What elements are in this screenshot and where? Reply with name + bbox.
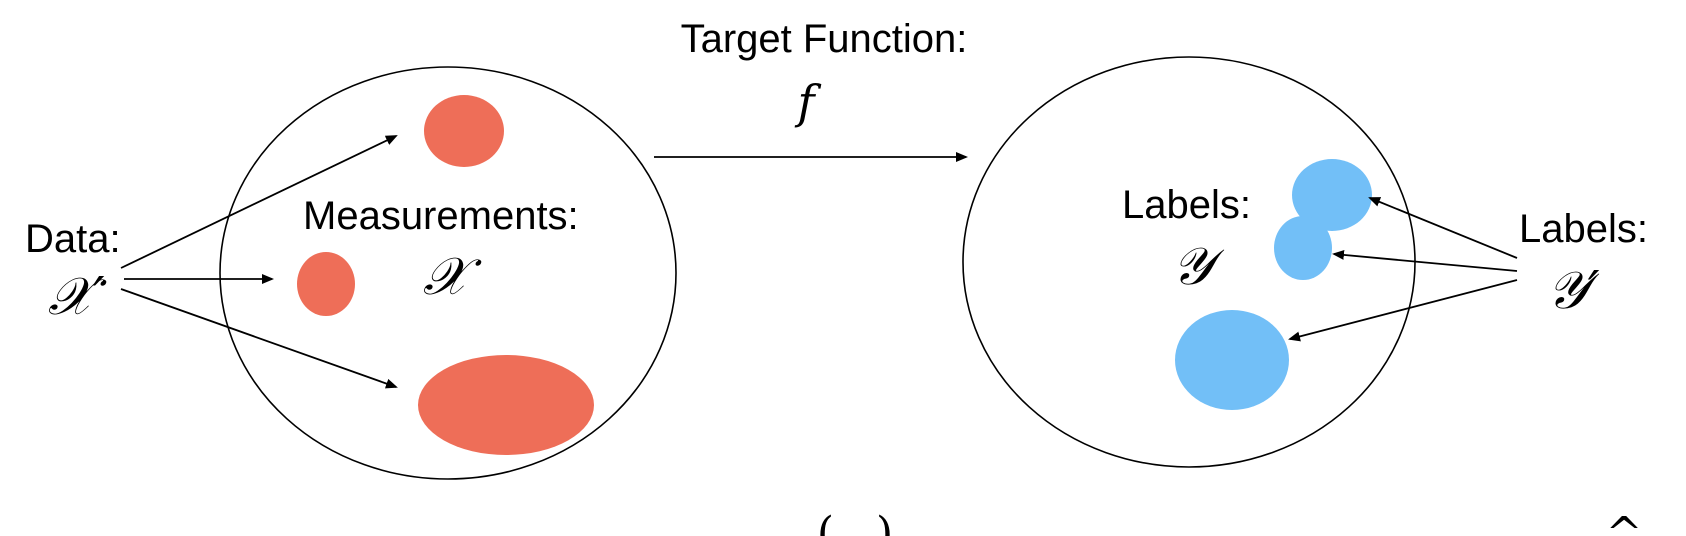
label-arrow-to-blob-3 bbox=[1288, 279, 1518, 342]
label-arrow-to-blob-2 bbox=[1332, 249, 1518, 272]
label-blob bbox=[1292, 159, 1372, 231]
target-function-label: Target Function: bbox=[681, 17, 968, 61]
measurement-space-ellipse bbox=[219, 66, 677, 480]
labels-outer-symbol: 𝒴′ bbox=[1547, 261, 1600, 321]
label-blob bbox=[1175, 310, 1289, 410]
data-arrow-to-blob-3 bbox=[120, 288, 398, 389]
measurements-label: Measurements: bbox=[303, 194, 579, 238]
cropped-formula-right: ^ bbox=[1606, 508, 1643, 536]
target-function-symbol: f bbox=[794, 75, 821, 129]
measurement-blob bbox=[297, 252, 355, 316]
labels-outer-label: Labels: bbox=[1519, 207, 1648, 251]
data-label: Data: bbox=[25, 217, 121, 261]
data-symbol: 𝒳′ bbox=[48, 267, 107, 327]
measurements-symbol: 𝒳 bbox=[423, 247, 482, 307]
label-arrow-to-blob-1 bbox=[1368, 197, 1518, 259]
label-blob bbox=[1274, 216, 1332, 280]
cropped-formula-center: ( , ) bbox=[817, 508, 893, 536]
data-arrow-to-blob-1 bbox=[120, 135, 398, 269]
measurement-blob bbox=[418, 355, 594, 455]
labels-inner-label: Labels: bbox=[1122, 183, 1251, 227]
labels-inner-symbol: 𝒴 bbox=[1172, 237, 1225, 297]
measurement-blob bbox=[424, 95, 504, 167]
